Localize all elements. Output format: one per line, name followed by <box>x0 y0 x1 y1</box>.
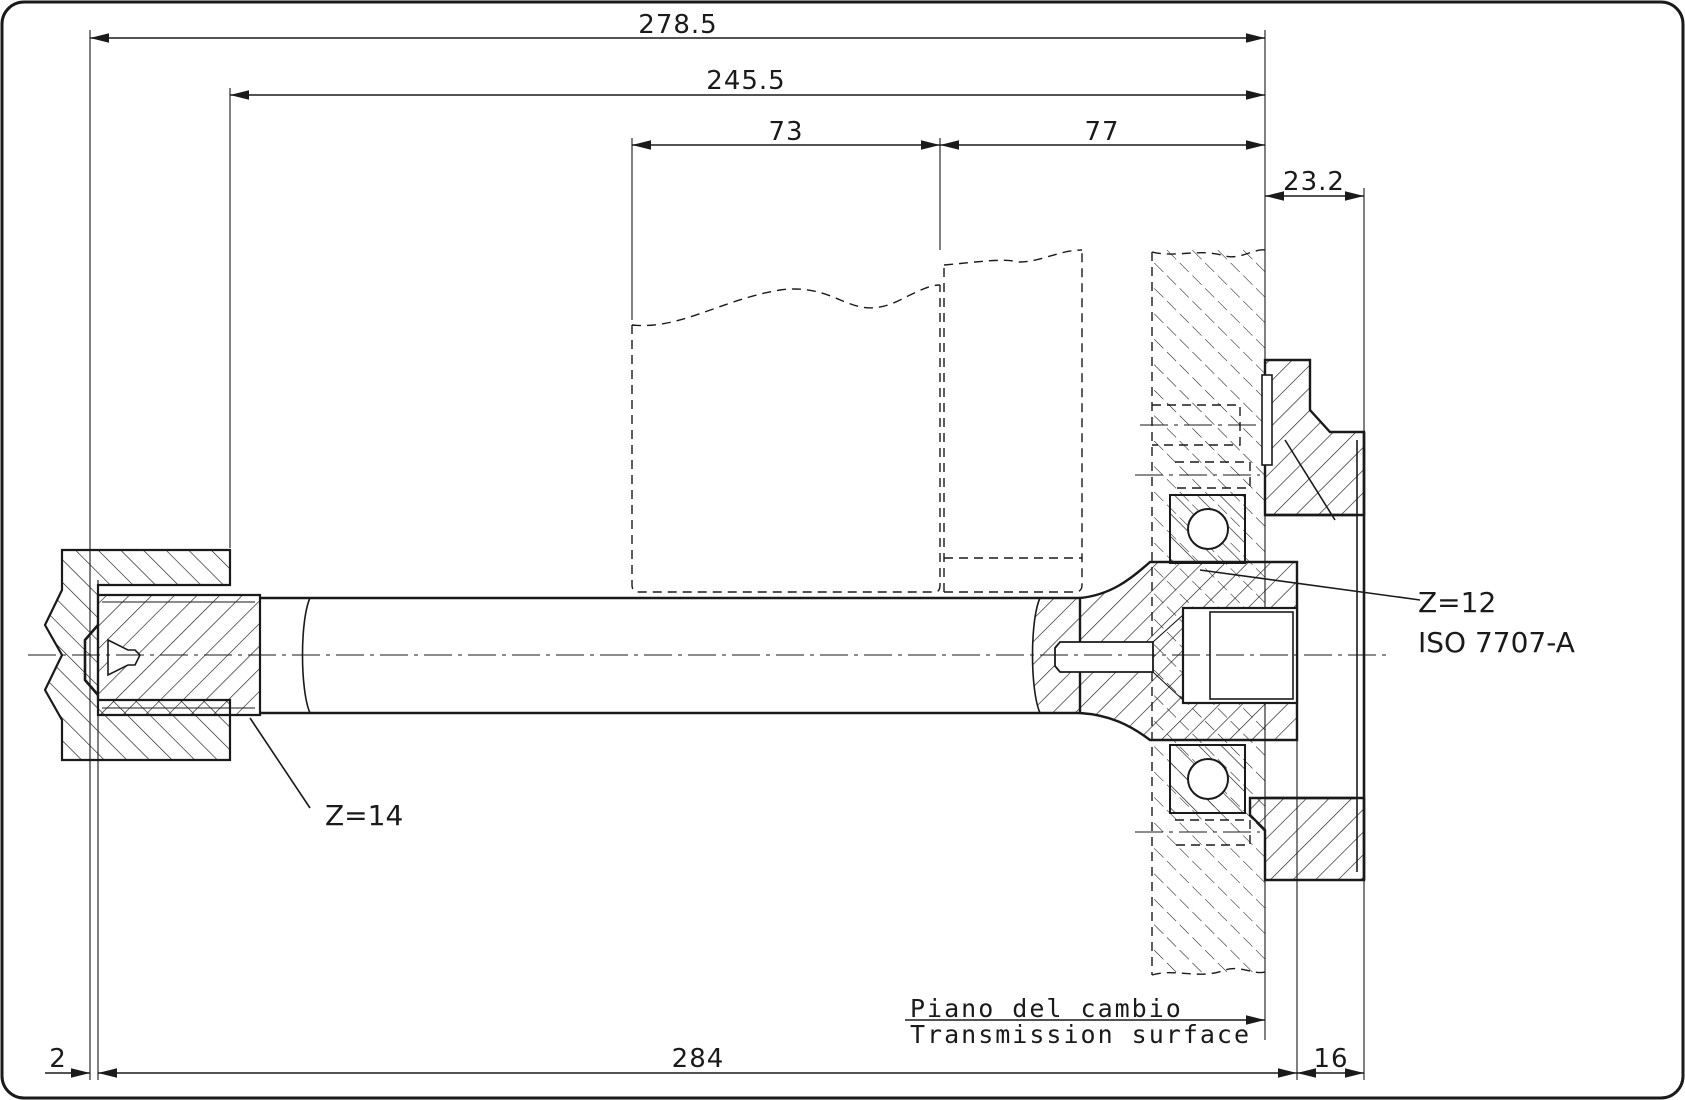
dim-shaft-top: 245.5 <box>706 66 785 96</box>
dim-left-offset: 2 <box>49 1044 67 1074</box>
dim-overall-top: 278.5 <box>638 10 717 40</box>
flange <box>1248 358 1366 882</box>
gearbox-housing-phantom <box>631 249 1083 593</box>
note-plane-it: Piano del cambio <box>910 994 1183 1023</box>
dim-flange-bottom: 16 <box>1313 1044 1348 1074</box>
dim-segment-right: 77 <box>1084 117 1119 147</box>
left-coupling <box>43 548 262 762</box>
label-spline-standard: ISO 7707-A <box>1418 626 1575 659</box>
dim-overall-bottom: 284 <box>672 1044 725 1074</box>
bearing-bottom <box>1169 744 1246 814</box>
dimension-lines <box>45 33 1364 1078</box>
bolts-phantom <box>1135 404 1260 846</box>
note-plane-en: Transmission surface <box>910 1020 1251 1049</box>
bearing-top <box>1169 494 1246 564</box>
dim-flange-width: 23.2 <box>1283 167 1345 197</box>
main-shaft <box>260 596 1080 715</box>
label-spline-left: Z=14 <box>325 799 403 832</box>
leader-lines <box>249 569 1421 1025</box>
dim-segment-left: 73 <box>768 117 803 147</box>
label-spline-right: Z=12 <box>1418 586 1496 619</box>
right-hub <box>1054 560 1299 742</box>
